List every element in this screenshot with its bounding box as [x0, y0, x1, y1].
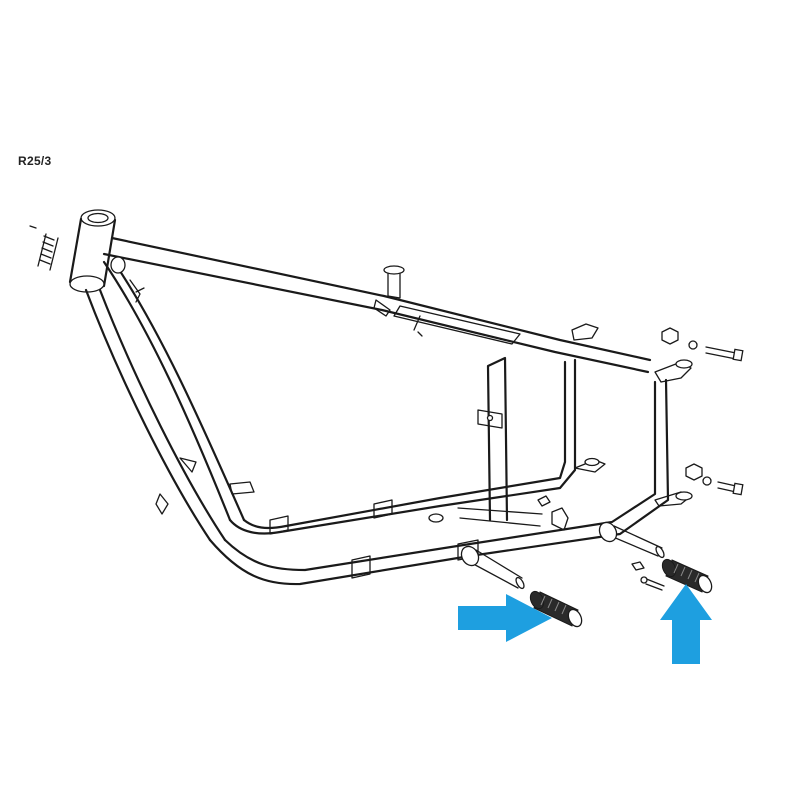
up-pointing-arrow-icon [660, 584, 712, 664]
top-tube [102, 236, 652, 374]
right-footrest-peg [598, 521, 665, 591]
down-tubes [84, 256, 246, 542]
steering-lock-spring [29, 225, 59, 271]
steering-head [68, 209, 117, 293]
rear-brackets [574, 359, 693, 507]
center-upright [457, 356, 543, 527]
top-cross-strap [393, 305, 599, 345]
right-pointing-arrow-icon [458, 594, 552, 642]
right-footrest-rubber [661, 558, 713, 594]
lower-rear-bolts [685, 463, 744, 496]
cradle-rails [208, 358, 670, 586]
engine-mounts [155, 457, 569, 579]
tank-bracket [373, 265, 405, 317]
left-footrest-peg [460, 545, 525, 590]
upper-rear-bolts [661, 327, 744, 362]
left-footrest-rubber [529, 590, 583, 628]
model-label: R25/3 [18, 154, 52, 168]
